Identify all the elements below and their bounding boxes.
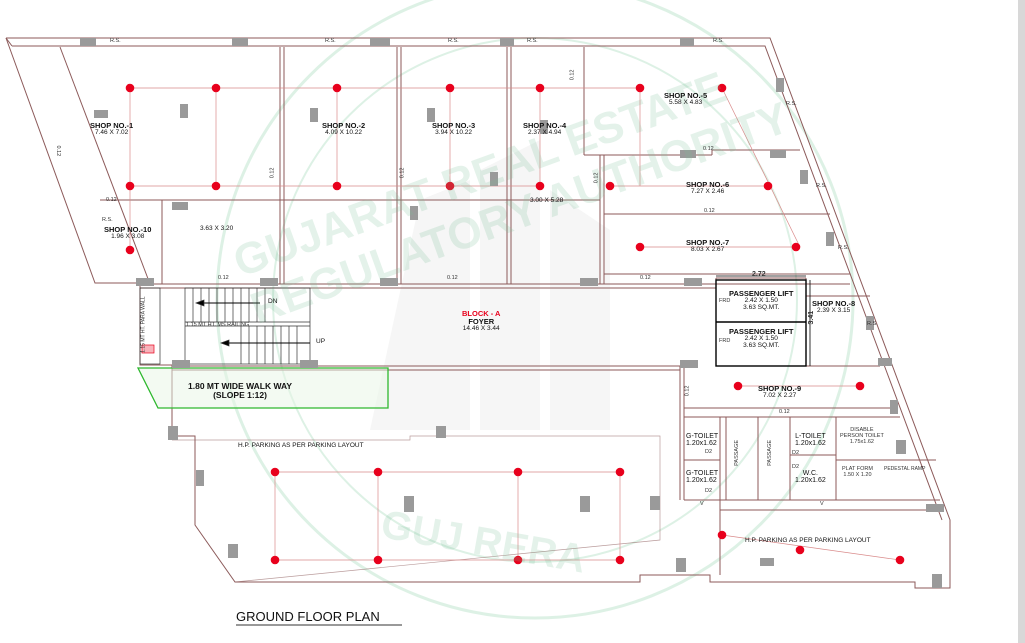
light-fixtures — [125, 83, 905, 565]
wall-thickness-marker-vertical: 0.12 — [684, 385, 691, 397]
wall-thickness-marker: 0.12 — [218, 275, 229, 281]
foyer-label: BLOCK - A FOYER 14.46 X 3.44 — [462, 309, 501, 332]
parking-zone-left — [172, 435, 661, 583]
door-marker: D2 — [792, 464, 800, 470]
door-marker: D2 — [705, 488, 713, 494]
wall-thickness-marker-vertical: 0.12 — [269, 167, 276, 179]
rs-marker: R.S. — [527, 38, 538, 44]
staircase — [139, 287, 311, 365]
frd-marker: FRD — [719, 338, 731, 344]
walkway-label: 1.80 MT WIDE WALK WAY (SLOPE 1:12) — [188, 381, 293, 400]
wall-thickness-marker: 0.12 — [106, 197, 117, 203]
door-marker: D2 — [705, 449, 713, 455]
wc-label: W.C.1.20x1.62 — [795, 470, 826, 485]
lift-height-dim: 3.41 — [808, 310, 816, 325]
plan-title: GROUND FLOOR PLAN — [236, 609, 380, 624]
rs-marker: R.S. — [838, 245, 849, 251]
wall-thickness-marker-vertical: 0.12 — [55, 145, 62, 157]
lift-width-dim: 2.72 — [752, 271, 766, 278]
rs-marker: R.S. — [867, 321, 878, 327]
wall-thickness-marker: 0.12 — [703, 146, 714, 152]
rs-marker: R.S. — [786, 101, 797, 107]
stair-down-label: DN — [268, 298, 278, 305]
rs-marker: R.S. — [448, 38, 459, 44]
rs-marker: R.S. — [713, 38, 724, 44]
ramp-label: PEDESTAL RAMP — [884, 466, 926, 472]
parapet-label: 1.15 MT HT. PARA WALL — [140, 296, 147, 353]
vent-marker: V — [820, 501, 824, 507]
right-scroll-strip — [1018, 0, 1025, 643]
railing-label: 1.15 MT HT. MS RAILING — [186, 322, 250, 328]
door-marker: D2 — [792, 450, 800, 456]
wall-thickness-marker-vertical: 0.12 — [399, 167, 406, 179]
wall-thickness-marker: 0.12 — [640, 275, 651, 281]
frd-marker: FRD — [719, 298, 731, 304]
rs-marker: R.S. — [110, 38, 121, 44]
room-size-label: 3.63 X 3.20 — [200, 225, 234, 232]
room-size-label: 3.00 X 5.28 — [530, 197, 564, 204]
passage-label: PASSAGE — [734, 439, 741, 466]
parking-label-left: H.P. PARKING AS PER PARKING LAYOUT — [238, 442, 364, 449]
structural-columns — [80, 38, 944, 588]
wall-thickness-marker: 0.12 — [447, 275, 458, 281]
wall-thickness-marker-vertical: 0.12 — [593, 172, 600, 184]
wall-thickness-marker: 0.12 — [779, 409, 790, 415]
passage-label: PASSAGE — [767, 439, 774, 466]
rs-marker: R.S. — [325, 38, 336, 44]
wall-thickness-marker-vertical: 0.12 — [569, 69, 576, 81]
stair-up-label: UP — [316, 338, 326, 345]
vent-marker: V — [700, 501, 704, 507]
wall-thickness-marker: 0.12 — [704, 208, 715, 214]
rs-marker: R.S. — [816, 183, 827, 189]
lift-core — [715, 275, 811, 367]
rs-marker: R.S. — [102, 217, 113, 223]
parking-label-right: H.P. PARKING AS PER PARKING LAYOUT — [745, 537, 871, 544]
